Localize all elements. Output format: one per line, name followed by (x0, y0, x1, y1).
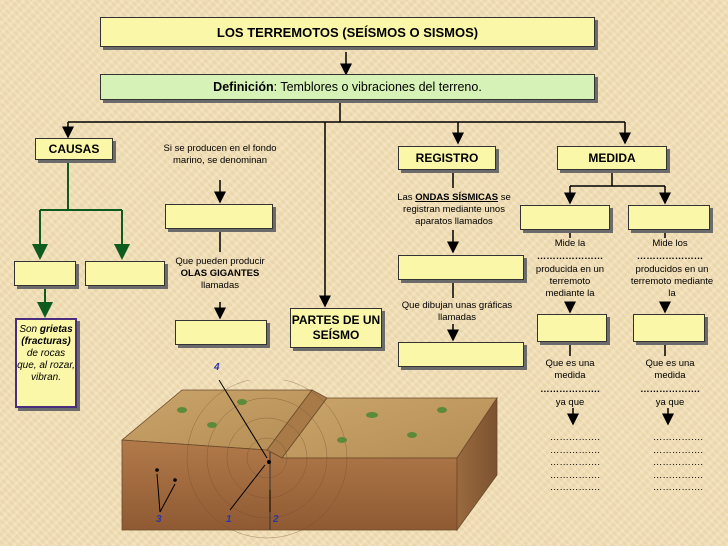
dot-line: ……………. (652, 444, 704, 456)
title-box: LOS TERREMOTOS (SEÍSMOS O SISMOS) (100, 17, 595, 47)
medida-right-mid: producidos en un terremoto mediante la (630, 264, 714, 299)
registro-suffix: se registran mediante unos aparatos llam… (403, 192, 511, 227)
medida-left-bottom: Que es una medida (545, 358, 595, 381)
medida-right-blank-1 (628, 205, 710, 230)
medida-right-bottom: Que es una medida (645, 358, 695, 381)
medida-right-dots2: ………………. (640, 384, 700, 395)
dot-line: ……………. (549, 457, 601, 468)
dot-line: ……………. (652, 482, 704, 493)
registro-prefix: Las (397, 192, 416, 203)
causas-desc-rest: de rocas que, al rozar, vibran. (17, 348, 75, 383)
medida-right-ya-que: ya que (655, 397, 685, 408)
registro-text: Las ONDAS SÍSMICAS se registran mediante… (393, 192, 515, 228)
title-text: LOS TERREMOTOS (SEÍSMOS O SISMOS) (216, 24, 479, 40)
causas-box: CAUSAS (35, 138, 113, 160)
label-number-3: 3 (156, 514, 162, 525)
label-number-1: 1 (226, 514, 232, 525)
dot-line: ……………. (549, 469, 601, 481)
dot-line: ……………. (549, 432, 601, 443)
block-side (456, 396, 498, 532)
olas-text: Que pueden producir OLAS GIGANTES llamad… (165, 256, 275, 292)
fondo-marino-blank (165, 204, 273, 229)
medida-left-mid: producida en un terremoto mediante la (535, 264, 605, 299)
medida-left-blank-2 (537, 314, 607, 342)
medida-left-blank-1 (520, 205, 610, 230)
medida-label: MEDIDA (588, 151, 636, 165)
dot-lines-right: ……………. ……………. ……………. ……………. ……………. (643, 432, 713, 495)
dot-line: ……………. (652, 432, 704, 443)
registro-graficas-text: Que dibujan unas gráficas llamadas (401, 300, 513, 323)
medida-right-top: Mide los (652, 238, 688, 249)
registro-bold: ONDAS SÍSMICAS (415, 192, 499, 203)
olas-suffix: llamadas (200, 280, 240, 291)
medida-left-dots: ………………… (536, 251, 604, 262)
dot-line: ……………. (549, 482, 601, 493)
registro-blank-2 (398, 342, 524, 367)
dot-line: ……………. (652, 457, 704, 468)
definition-text: : Temblores o vibraciones del terreno. (273, 80, 482, 94)
causas-description-box: Son grietas (fracturas) de rocas que, al… (15, 318, 77, 408)
causa-blank-right (85, 261, 165, 286)
causa-blank-left (14, 261, 76, 286)
label-number-4: 4 (214, 362, 220, 373)
definition-box: Definición: Temblores o vibraciones del … (100, 74, 595, 100)
medida-right-dots: ………………… (636, 251, 704, 262)
definition-label: Definición (213, 80, 274, 94)
registro-box: REGISTRO (398, 146, 496, 170)
registro-blank-1 (398, 255, 524, 280)
fondo-marino-text: Si se producen en el fondo marino, se de… (163, 143, 277, 166)
olas-prefix: Que pueden producir (175, 256, 265, 267)
registro-label: REGISTRO (415, 151, 479, 165)
causas-label: CAUSAS (48, 142, 100, 156)
olas-blank (175, 320, 267, 345)
medida-left-dots2: ………………. (540, 384, 600, 395)
earthquake-block-illustration (120, 380, 498, 539)
dot-line: ……………. (549, 444, 601, 456)
hypocenter-point (267, 460, 271, 464)
dot-lines-left: ……………. ……………. ……………. ……………. ……………. (540, 432, 610, 495)
dot-line: ……………. (652, 469, 704, 481)
medida-left-ya-que: ya que (555, 397, 585, 408)
medida-box: MEDIDA (557, 146, 667, 170)
partes-box: PARTES DE UN SEÍSMO (290, 308, 382, 348)
causas-desc-prefix: Son (19, 324, 40, 335)
causas-desc-bold: grietas (fracturas) (21, 324, 73, 347)
medida-left-top: Mide la (554, 238, 586, 249)
olas-bold: OLAS GIGANTES (180, 268, 260, 279)
label-number-2: 2 (273, 514, 279, 525)
partes-label: PARTES DE UN SEÍSMO (291, 313, 381, 342)
medida-right-blank-2 (633, 314, 705, 342)
